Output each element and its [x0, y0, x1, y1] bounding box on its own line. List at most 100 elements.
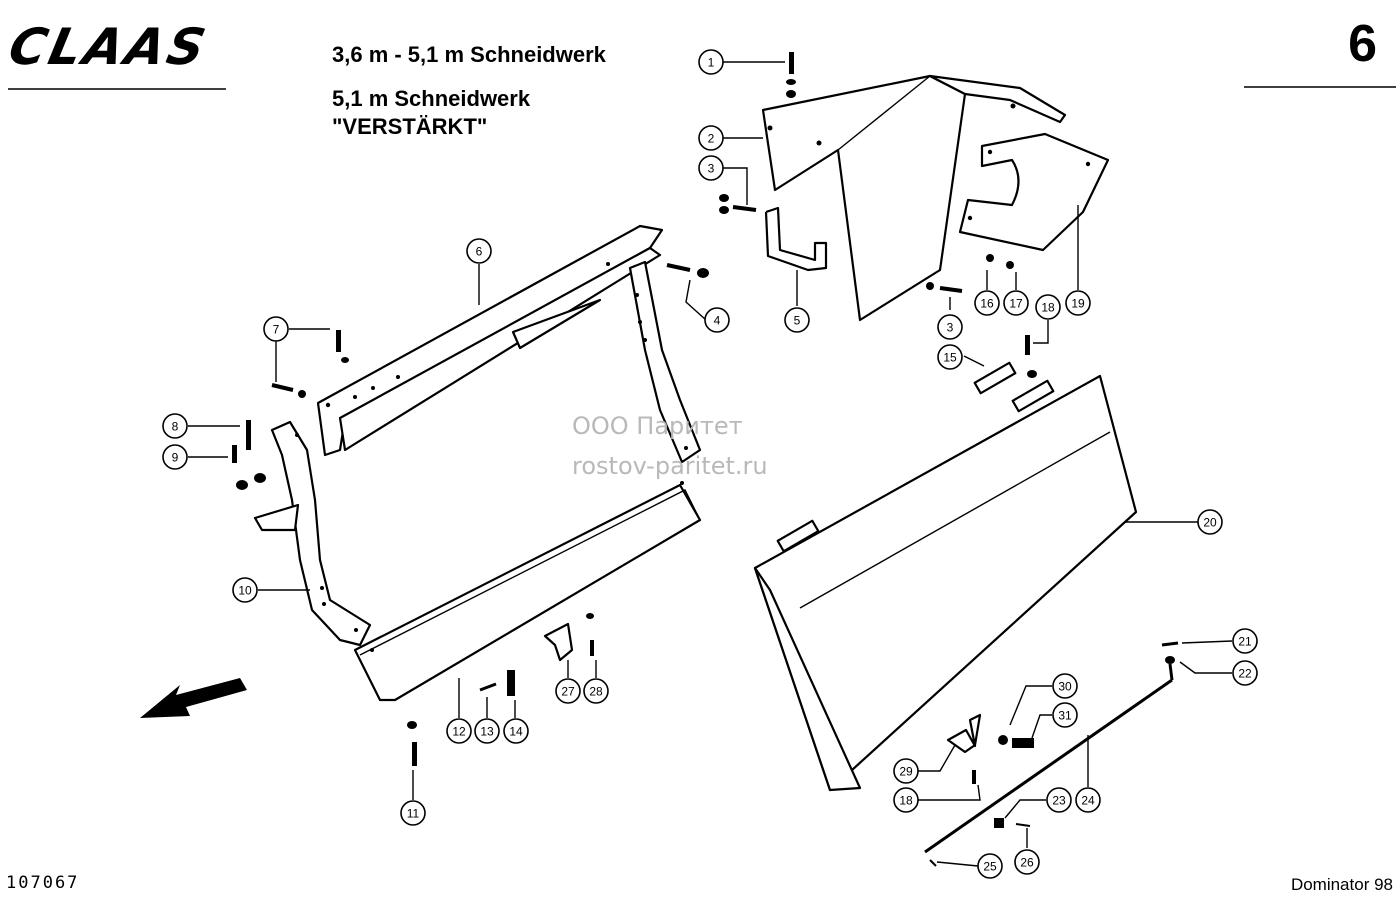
callout-6: 6	[466, 238, 492, 264]
callout-circle	[583, 678, 609, 704]
callout-20: 20	[1197, 509, 1223, 535]
callout-label: 26	[1020, 856, 1034, 870]
callout-label: 18	[899, 794, 913, 808]
callout-label: 17	[1009, 297, 1023, 311]
callout-circle	[698, 49, 724, 75]
callout-3: 3	[698, 155, 724, 181]
part-2-cover	[761, 74, 1067, 322]
callout-circle	[784, 307, 810, 333]
part-20-main-panel	[753, 374, 1138, 792]
callout-label: 15	[943, 351, 957, 365]
callout-22: 22	[1232, 660, 1258, 686]
callout-circle	[1003, 290, 1029, 316]
heading-line-3: "VERSTÄRKT"	[332, 114, 488, 139]
callout-26: 26	[1014, 849, 1040, 875]
callout-circle	[503, 718, 529, 744]
callout-circle	[1197, 509, 1223, 535]
callout-label: 27	[561, 685, 575, 699]
direction-arrow-icon	[140, 678, 247, 718]
callout-circle	[937, 344, 963, 370]
callout-label: 5	[794, 314, 801, 328]
callout-label: 19	[1071, 297, 1085, 311]
callout-label: 16	[980, 297, 994, 311]
callout-12: 12	[446, 718, 472, 744]
document-number: 107067	[6, 873, 80, 893]
callout-circle	[1232, 628, 1258, 654]
callout-4: 4	[704, 307, 730, 333]
callout-label: 1	[708, 56, 715, 70]
callout-9: 9	[162, 444, 188, 470]
callout-30: 30	[1052, 673, 1078, 699]
callout-circle	[1065, 290, 1091, 316]
heading-line-2: 5,1 m Schneidwerk	[332, 86, 531, 111]
callout-23: 23	[1046, 787, 1072, 813]
callout-15: 15	[937, 344, 963, 370]
callout-circle	[263, 316, 289, 342]
part-29-bracket	[946, 713, 982, 754]
callout-28: 28	[583, 678, 609, 704]
part-15-hinge	[973, 361, 1017, 395]
callout-label: 12	[452, 725, 466, 739]
callout-label: 9	[172, 451, 179, 465]
callout-label: 25	[983, 860, 997, 874]
callout-circle	[400, 800, 426, 826]
callout-18: 18	[893, 787, 919, 813]
callout-circle	[232, 577, 258, 603]
callout-label: 8	[172, 420, 179, 434]
callout-18: 18	[1035, 294, 1061, 320]
callout-label: 4	[714, 314, 721, 328]
callout-circle	[704, 307, 730, 333]
callout-label: 24	[1081, 794, 1095, 808]
callout-circle	[555, 678, 581, 704]
callout-label: 29	[899, 765, 913, 779]
callout-circle	[1046, 787, 1072, 813]
callout-14: 14	[503, 718, 529, 744]
callout-label: 14	[509, 725, 523, 739]
callout-21: 21	[1232, 628, 1258, 654]
callout-label: 31	[1058, 709, 1072, 723]
callout-3: 3	[937, 314, 963, 340]
callout-circle	[446, 718, 472, 744]
callout-25: 25	[977, 853, 1003, 879]
part-12-lower-rail	[353, 481, 702, 702]
callout-27: 27	[555, 678, 581, 704]
callout-label: 20	[1203, 516, 1217, 530]
watermark-company: ООО Паритет	[572, 412, 743, 440]
part-19-plate	[958, 132, 1110, 252]
leader-lines	[188, 61, 1233, 867]
callout-circle	[698, 125, 724, 151]
callout-label: 30	[1058, 680, 1072, 694]
callout-label: 18	[1041, 301, 1055, 315]
callout-label: 28	[589, 685, 603, 699]
callout-31: 31	[1052, 702, 1078, 728]
fasteners	[232, 52, 1179, 867]
callout-label: 7	[273, 323, 280, 337]
callout-label: 22	[1238, 667, 1252, 681]
callout-circle	[1052, 673, 1078, 699]
watermark-url: rostov-paritet.ru	[572, 452, 768, 480]
part-24-rod	[924, 663, 1174, 854]
callout-10: 10	[232, 577, 258, 603]
page-number: 6	[1348, 15, 1377, 73]
callout-circle	[1232, 660, 1258, 686]
part-10-left-strut	[253, 420, 372, 647]
callout-circle	[698, 155, 724, 181]
part-6-top-rail	[316, 224, 664, 457]
part-27-bracket	[543, 622, 574, 662]
callout-circle	[162, 413, 188, 439]
callout-8: 8	[162, 413, 188, 439]
callout-label: 3	[708, 162, 715, 176]
strut-right	[628, 260, 702, 464]
callout-circle	[893, 787, 919, 813]
heading-line-1: 3,6 m - 5,1 m Schneidwerk	[332, 42, 606, 67]
callout-29: 29	[893, 758, 919, 784]
callout-5: 5	[784, 307, 810, 333]
callout-circle	[1035, 294, 1061, 320]
callout-24: 24	[1075, 787, 1101, 813]
callout-11: 11	[400, 800, 426, 826]
callout-circle	[1075, 787, 1101, 813]
callout-19: 19	[1065, 290, 1091, 316]
callout-17: 17	[1003, 290, 1029, 316]
